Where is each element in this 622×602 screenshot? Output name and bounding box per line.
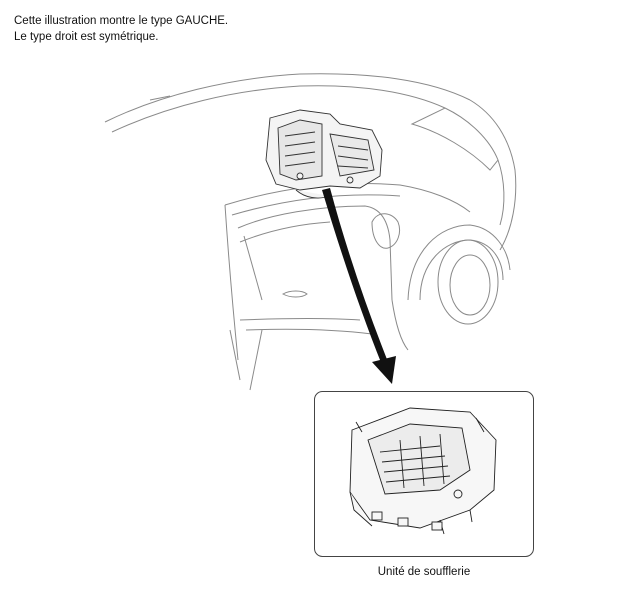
note-line-1: Cette illustration montre le type GAUCHE… (14, 15, 229, 27)
illustration-note: Cette illustration montre le type GAUCHE… (14, 13, 228, 45)
hvac-module-icon (265, 109, 383, 199)
callout-arrow-icon (322, 188, 396, 384)
blower-unit-caption: Unité de soufflerie (377, 566, 471, 578)
car-outline-icon (104, 73, 517, 391)
note-line-2: Le type droit est symétrique. (14, 31, 159, 43)
blower-unit-icon (349, 407, 497, 535)
